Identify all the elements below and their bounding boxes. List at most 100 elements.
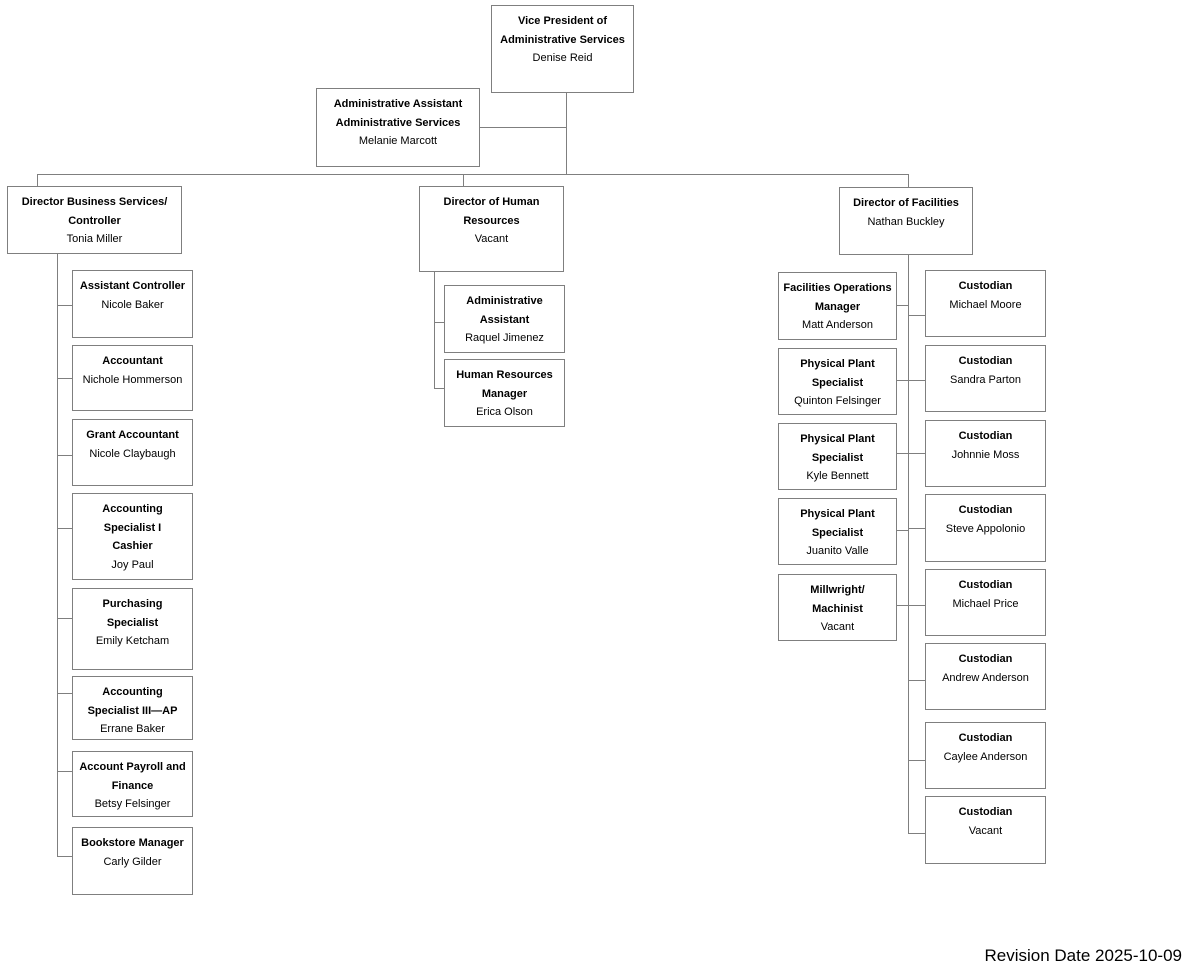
node-title-line: Accounting [102,503,163,515]
node-person: Kyle Bennett [806,470,869,482]
node-title-line: Assistant Controller [79,280,186,292]
node-title-line: Custodian [958,355,1013,367]
node-person: Erica Olson [476,406,533,418]
node-person: Johnnie Moss [951,448,1020,461]
connector-line-vertical [37,174,38,186]
connector-line-horizontal [57,856,72,857]
connector-line-horizontal [897,530,908,531]
node-person: Emily Ketcham [95,635,170,647]
connector-line-vertical [908,255,909,833]
connector-line-horizontal [434,388,444,389]
connector-line-horizontal [897,453,908,454]
connector-line-horizontal [908,453,925,454]
node-person: Betsy Felsinger [94,798,171,810]
node-title-line: Purchasing [102,598,163,610]
connector-line-horizontal [897,380,908,381]
node-title-line: Assistant [479,313,530,326]
node-person: Matt Anderson [802,319,873,331]
connector-line-horizontal [57,378,72,379]
node-person: Nathan Buckley [867,215,945,228]
node-title-line: Custodian [958,280,1013,292]
connector-line-horizontal [57,618,72,619]
node-person: Nichole Hommerson [82,373,183,386]
node-person: Denise Reid [532,52,593,64]
node-title-line: Facilities Operations [783,282,892,294]
node-title-line: Cashier [112,540,153,552]
node-title-line: Accountant [102,355,163,367]
node-person: Sandra Parton [950,373,1021,386]
node-title-line: Custodian [958,653,1013,665]
node-title-line: Custodian [958,732,1013,744]
node-title-line: Physical Plant [800,433,875,445]
connector-line-horizontal [57,693,72,694]
connector-line-vertical [908,174,909,187]
connector-line-vertical [463,174,464,186]
node-title-line: Specialist [106,616,159,629]
connector-line-vertical [57,254,58,856]
node-title-line: Administrative Assistant [333,98,463,110]
node-title-line: Bookstore Manager [81,837,184,849]
node-person: Melanie Marcott [358,135,438,147]
node-title-line: Finance [111,779,154,792]
node-title-line: Resources [463,214,520,227]
connector-line-vertical [566,93,567,175]
connector-line-horizontal [897,305,908,306]
revision-date: Revision Date 2025-10-09 [984,946,1182,965]
node-person: Nicole Claybaugh [89,447,176,460]
connector-line-horizontal [908,380,925,381]
node-title-line: Specialist [811,451,864,464]
node-title-line: Manager [481,387,528,400]
node-title-line: Administrative Services [335,116,461,129]
node-title-line: Specialist I [103,521,162,534]
connector-line-horizontal [480,127,566,128]
node-title-line: Director of Facilities [853,197,959,209]
node-title-line: Custodian [958,430,1013,442]
node-person: Raquel Jimenez [465,332,544,344]
node-person: Vacant [820,621,855,633]
node-person: Caylee Anderson [943,750,1028,763]
connector-line-vertical [434,272,435,388]
connector-line-horizontal [908,605,925,606]
node-person: Juanito Valle [806,545,869,557]
connector-line-horizontal [908,315,925,316]
node-person: Vacant [968,824,1003,837]
connector-line-horizontal [897,605,908,606]
connector-line-horizontal [908,760,925,761]
node-title-line: Grant Accountant [86,429,179,441]
connector-line-horizontal [37,174,909,175]
connector-line-horizontal [57,305,72,306]
node-person: Michael Price [952,597,1019,610]
node-person: Tonia Miller [66,233,123,245]
node-person: Joy Paul [111,558,154,571]
node-title-line: Physical Plant [800,358,875,370]
node-person: Errane Baker [100,723,165,735]
node-title-line: Administrative [466,295,543,307]
node-title-line: Specialist III—AP [87,704,178,717]
node-title-line: Accounting [102,686,163,698]
connector-line-horizontal [908,528,925,529]
node-person: Nicole Baker [101,298,164,311]
node-title-line: Human Resources [456,369,553,381]
node-title-line: Millwright/ [810,584,865,596]
node-person: Michael Moore [949,298,1022,311]
